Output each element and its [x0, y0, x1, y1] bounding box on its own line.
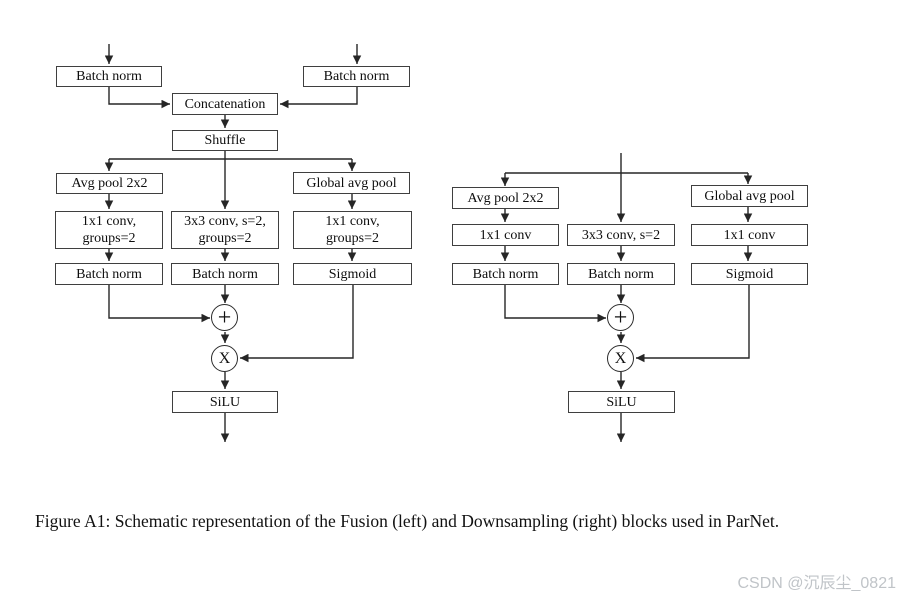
down-global-avg-pool-box: Global avg pool [691, 185, 808, 207]
multiply-icon: X [218, 349, 231, 367]
down-batch-norm-b-label: Batch norm [588, 266, 654, 282]
edge-fusion-bn-to-add [108, 285, 210, 323]
edge-fusion-bnleft-to-concat [108, 86, 170, 109]
down-avg-pool-box: Avg pool 2x2 [452, 187, 559, 209]
down-avg-pool-label: Avg pool 2x2 [467, 190, 544, 206]
down-multiply-operator: X [607, 345, 634, 372]
fusion-sigmoid-label: Sigmoid [328, 266, 377, 282]
fusion-conv-right-line1: 1x1 conv, [325, 214, 380, 229]
csdn-watermark: CSDN @沉辰尘_0821 [737, 575, 896, 592]
fusion-shuffle-box: Shuffle [172, 130, 278, 151]
fusion-add-operator: + [211, 304, 238, 331]
down-sigmoid-box: Sigmoid [691, 263, 808, 285]
fusion-conv-mid-box: 3x3 conv, s=2, groups=2 [171, 211, 279, 249]
edge-down-sigmoid-to-mul [636, 285, 750, 363]
fusion-conv-right-box: 1x1 conv, groups=2 [293, 211, 412, 249]
fusion-conv-left-line2: groups=2 [82, 231, 136, 246]
fusion-batch-norm-left-label: Batch norm [76, 69, 142, 84]
fusion-conv-left-box: 1x1 conv, groups=2 [55, 211, 163, 249]
fusion-conv-mid-line2: groups=2 [198, 231, 252, 246]
multiply-icon: X [614, 349, 627, 367]
fusion-global-avg-pool-box: Global avg pool [293, 172, 410, 194]
fusion-sigmoid-box: Sigmoid [293, 263, 412, 285]
edge-fusion-bnright-to-concat [280, 86, 358, 109]
down-sigmoid-label: Sigmoid [725, 266, 774, 282]
down-conv-left-box: 1x1 conv [452, 224, 559, 246]
fusion-batch-norm-right-label: Batch norm [323, 69, 390, 84]
fusion-concatenation-box: Concatenation [172, 93, 278, 115]
fusion-batch-norm-a-label: Batch norm [76, 266, 142, 282]
fusion-batch-norm-left-box: Batch norm [56, 66, 162, 87]
fusion-global-avg-pool-label: Global avg pool [306, 175, 397, 191]
plus-icon: + [613, 304, 628, 331]
fusion-shuffle-label: Shuffle [204, 133, 246, 148]
fusion-batch-norm-right-box: Batch norm [303, 66, 410, 87]
down-conv-right-label: 1x1 conv [723, 227, 776, 243]
down-batch-norm-b-box: Batch norm [567, 263, 675, 285]
fusion-batch-norm-b-box: Batch norm [171, 263, 279, 285]
fusion-multiply-operator: X [211, 345, 238, 372]
edge-fusion-sigmoid-to-mul [240, 285, 354, 363]
fusion-conv-left-line1: 1x1 conv, [81, 214, 137, 229]
down-conv-mid-box: 3x3 conv, s=2 [567, 224, 675, 246]
down-batch-norm-a-box: Batch norm [452, 263, 559, 285]
fusion-avg-pool-box: Avg pool 2x2 [56, 173, 163, 194]
down-global-avg-pool-label: Global avg pool [704, 188, 795, 204]
fusion-batch-norm-a-box: Batch norm [55, 263, 163, 285]
fusion-silu-label: SiLU [209, 394, 241, 410]
fusion-concatenation-label: Concatenation [184, 96, 266, 112]
down-batch-norm-a-label: Batch norm [472, 266, 539, 282]
down-silu-label: SiLU [606, 394, 637, 410]
down-conv-left-label: 1x1 conv [479, 227, 532, 243]
fusion-avg-pool-label: Avg pool 2x2 [71, 176, 148, 191]
fusion-silu-box: SiLU [172, 391, 278, 413]
fusion-conv-mid-line1: 3x3 conv, s=2, [184, 214, 266, 229]
plus-icon: + [217, 304, 232, 331]
figure-caption: Figure A1: Schematic representation of t… [35, 511, 780, 531]
fusion-conv-right-line2: groups=2 [325, 231, 379, 246]
edge-down-bn-to-add [504, 285, 606, 323]
down-add-operator: + [607, 304, 634, 331]
down-silu-box: SiLU [568, 391, 675, 413]
fusion-batch-norm-b-label: Batch norm [192, 266, 258, 282]
down-conv-mid-label: 3x3 conv, s=2 [581, 227, 661, 243]
down-conv-right-box: 1x1 conv [691, 224, 808, 246]
